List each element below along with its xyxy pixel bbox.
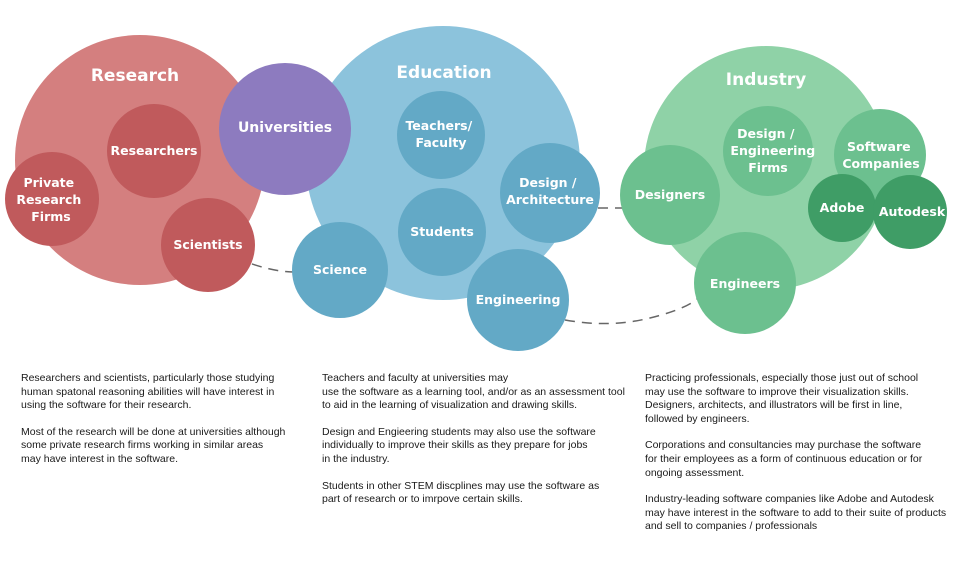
- research-title: Research: [91, 66, 179, 86]
- industry-title: Industry: [726, 70, 806, 90]
- science-label: Science: [313, 262, 367, 277]
- universities-node: [219, 63, 351, 195]
- research-paragraph-2: Most of the research will be done at uni…: [21, 425, 286, 465]
- research-description: Researchers and scientists, particularly…: [21, 372, 321, 467]
- adobe-node: [808, 174, 876, 242]
- research-paragraph-1: Researchers and scientists, particularly…: [21, 372, 275, 412]
- researchers-node: [107, 104, 201, 198]
- education-paragraph-3: Students in other STEM discplines may us…: [322, 479, 600, 506]
- design-arch-line-2: Architecture: [506, 192, 594, 207]
- education-title: Education: [396, 63, 491, 83]
- engineers-node: [694, 232, 796, 334]
- software-companies-label: Software Companies: [842, 139, 919, 171]
- science-node: [292, 222, 388, 318]
- private-firms-line-2: Research: [16, 192, 81, 207]
- industry-description: Practicing professionals, especially tho…: [645, 372, 957, 534]
- scientists-label: Scientists: [173, 237, 242, 252]
- design-architecture-node: [500, 143, 600, 243]
- private-research-firms-label: Private Research Firms: [16, 175, 85, 224]
- students-label: Students: [410, 224, 474, 239]
- adobe-label: Adobe: [820, 200, 865, 215]
- design-arch-line-1: Design /: [519, 175, 577, 190]
- autodesk-label: Autodesk: [879, 204, 946, 219]
- teachers-faculty-label: Teachers/ Faculty: [405, 118, 476, 150]
- universities-label: Universities: [238, 120, 332, 136]
- private-firms-line-1: Private: [23, 175, 74, 190]
- teachers-line-1: Teachers/: [405, 118, 472, 133]
- education-description: Teachers and faculty at universities may…: [322, 372, 642, 507]
- engineers-label: Engineers: [710, 276, 780, 291]
- software-companies-line-2: Companies: [842, 156, 919, 171]
- scientists-node: [161, 198, 255, 292]
- software-companies-line-1: Software: [847, 139, 911, 154]
- engineering-label: Engineering: [476, 292, 561, 307]
- design-eng-firms-line-3: Firms: [748, 160, 787, 175]
- design-engineering-firms-label: Design / Engineering Firms: [730, 126, 819, 175]
- design-engineering-firms-node: [723, 106, 813, 196]
- teachers-line-2: Faculty: [416, 135, 467, 150]
- industry-paragraph-2: Corporations and consultancies may purch…: [645, 439, 923, 479]
- education-paragraph-1: Teachers and faculty at universities may…: [322, 372, 625, 412]
- teachers-faculty-node: [397, 91, 485, 179]
- design-eng-firms-line-1: Design /: [737, 126, 795, 141]
- design-architecture-label: Design / Architecture: [506, 175, 594, 207]
- private-firms-line-3: Firms: [31, 209, 70, 224]
- engineering-node: [467, 249, 569, 351]
- researchers-label: Researchers: [110, 143, 197, 158]
- industry-paragraph-1: Practicing professionals, especially tho…: [645, 372, 919, 425]
- design-eng-firms-line-2: Engineering: [730, 143, 815, 158]
- private-research-firms-node: [5, 152, 99, 246]
- education-paragraph-2: Design and Engieering students may also …: [322, 425, 596, 465]
- designers-node: [620, 145, 720, 245]
- industry-paragraph-3: Industry-leading software companies like…: [645, 493, 947, 533]
- designers-label: Designers: [635, 187, 706, 202]
- students-node: [398, 188, 486, 276]
- autodesk-node: [873, 175, 947, 249]
